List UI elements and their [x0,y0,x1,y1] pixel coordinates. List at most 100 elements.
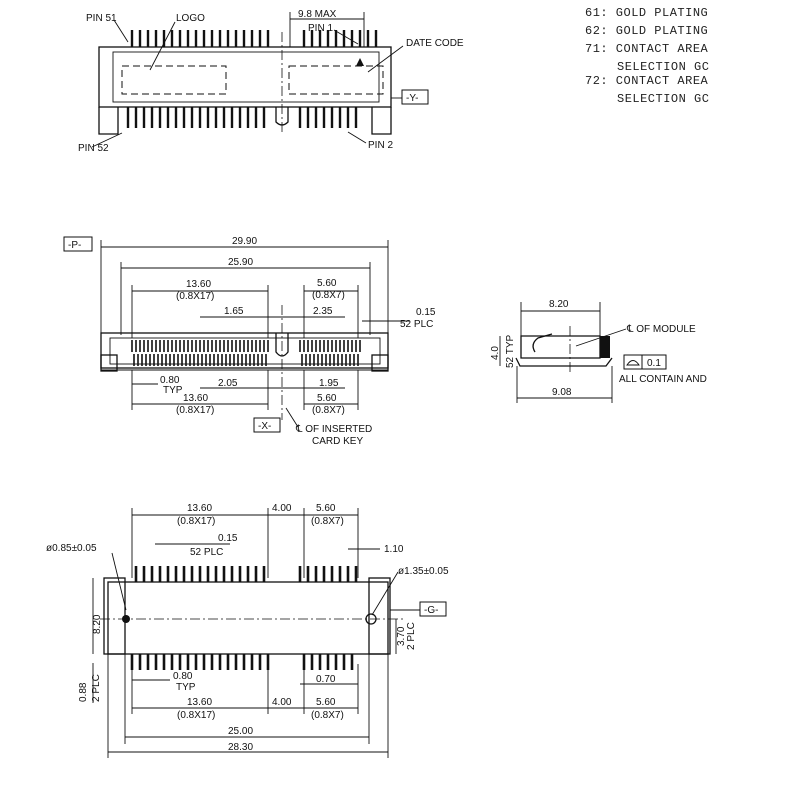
dim-side-40: 4.0 [490,346,501,360]
dim-b-070: 0.70 [316,674,336,685]
top-view-body [98,46,392,108]
dim-b-2500: 25.00 [228,726,253,737]
dim-2590: 25.90 [228,257,253,268]
datum-g-box [419,601,447,617]
note-72-cont: SELECTION GC [617,92,709,106]
datum-p-box [63,236,93,252]
bottom-view-upper-pins [134,566,358,582]
dim-b-1360b: 13.60 [187,697,212,708]
pin52-leader [91,132,123,148]
pin1-label: PIN 1 [308,23,333,34]
dim-2990: 29.90 [232,236,257,247]
front-view-left-foot [100,354,118,372]
logo-label: LOGO [176,13,205,24]
date-code-label: DATE CODE [406,38,464,49]
dim-560-bot-sub: (0.8X7) [312,405,345,416]
dim-b-2830: 28.30 [228,742,253,753]
pin2-leader [347,131,367,144]
datum-y-box [401,89,429,105]
dim-b-088: 0.88 [78,682,89,702]
top-view-upper-pins [130,30,378,47]
dim-b-560b-sub: (0.8X7) [311,710,344,721]
dim-560-bot: 5.60 [317,393,337,404]
dim-560-top-sub: (0.8X7) [312,290,345,301]
side-view-contact [532,333,553,353]
top-view-left-foot [98,107,119,135]
dim-side-52typ: 52 TYP [505,335,516,368]
note-71-cont: SELECTION GC [617,60,709,74]
dim-b-088-plc: 2 PLC [91,674,102,702]
card-key-label-1: ℄ OF INSERTED [295,424,372,435]
notes-block: 61: GOLD PLATING 62: GOLD PLATING 71: CO… [585,6,709,106]
dim-b-820: 8.20 [92,614,103,634]
profile-tol-box [641,354,667,370]
top-view-right-foot [371,107,392,135]
datum-g-label: -G- [424,605,438,616]
note-61: 61: GOLD PLATING [585,6,708,20]
dim-1360-bot-sub: (0.8X17) [176,405,214,416]
pin2-label: PIN 2 [368,140,393,151]
bottom-view: 13.60 (0.8X17) 4.00 5.60 (0.8X7) ø0.85±0… [46,503,449,758]
dim-52plc: 52 PLC [400,319,433,330]
note-72: 72: CONTACT AREA [585,74,709,88]
pin52-label: PIN 52 [78,143,109,154]
dim-1360-top-sub: (0.8X17) [176,291,214,302]
card-key-label-2: CARD KEY [312,436,363,447]
dim-560-top: 5.60 [317,278,337,289]
all-contain-label: ALL CONTAIN AND [619,374,707,385]
dim-205: 2.05 [218,378,238,389]
hole-left-label: ø0.85±0.05 [46,543,97,554]
dim-b-560: 5.60 [316,503,336,514]
front-view-body [100,332,389,369]
cl-module-leader [575,328,627,347]
profile-symbol-icon [626,360,640,366]
datum-y-label: -Y- [406,93,418,104]
datum-p-label: -P- [68,240,81,251]
note-62: 62: GOLD PLATING [585,24,708,38]
dim-080: 0.80 [160,375,180,386]
front-view: -P- 29.90 25.90 13.60 (0.8X17) 5.60 (0.8… [63,236,436,447]
dim-b-080-typ: TYP [176,682,196,693]
hole-right-label: ø1.35±0.05 [398,566,449,577]
pin51-leader [113,19,129,43]
dim-b-560b: 5.60 [316,697,336,708]
profile-symbol-box [623,354,643,370]
date-code-area [288,65,384,95]
dim-080-typ: TYP [163,385,183,396]
bottom-view-left-peg [103,577,126,655]
card-key-leader [285,407,299,428]
dim-b-110: 1.10 [384,544,404,555]
top-view-lower-pins [126,107,358,128]
bottom-view-right-peg [368,577,391,655]
dim-165: 1.65 [224,306,244,317]
dim-b-560-sub: (0.8X7) [311,516,344,527]
dim-b-080: 0.80 [173,671,193,682]
dim-1360-bot: 13.60 [183,393,208,404]
dim-b-1360-sub: (0.8X17) [177,516,215,527]
front-view-contacts [131,340,361,366]
side-view: 8.20 ℄ OF MODULE 4.0 52 TYP 0.1 ALL CONT… [490,299,707,403]
pin51-label: PIN 51 [86,13,117,24]
pin1-marker [356,58,364,66]
side-view-foot [515,357,613,367]
dim-b-370: 3.70 [396,626,407,646]
dim-b-1360b-sub: (0.8X17) [177,710,215,721]
dim-015: 0.15 [416,307,436,318]
date-code-leader [367,45,404,73]
dim-b-1360: 13.60 [187,503,212,514]
bottom-view-body [107,581,389,655]
logo-leader [149,21,176,71]
dim-b-400: 4.00 [272,503,292,514]
hole-right-leader [371,571,399,616]
dim-235: 2.35 [313,306,333,317]
bottom-view-lower-pins [130,654,354,670]
top-view-inner [112,51,380,103]
datum-x-label: -X- [258,421,271,432]
note-71: 71: CONTACT AREA [585,42,709,56]
max-dim-label: 9.8 MAX [298,9,337,20]
dim-b-015: 0.15 [218,533,238,544]
dim-1360-top: 13.60 [186,279,211,290]
dim-b-52plc: 52 PLC [190,547,223,558]
dim-195: 1.95 [319,378,339,389]
dim-b-400b: 4.00 [272,697,292,708]
